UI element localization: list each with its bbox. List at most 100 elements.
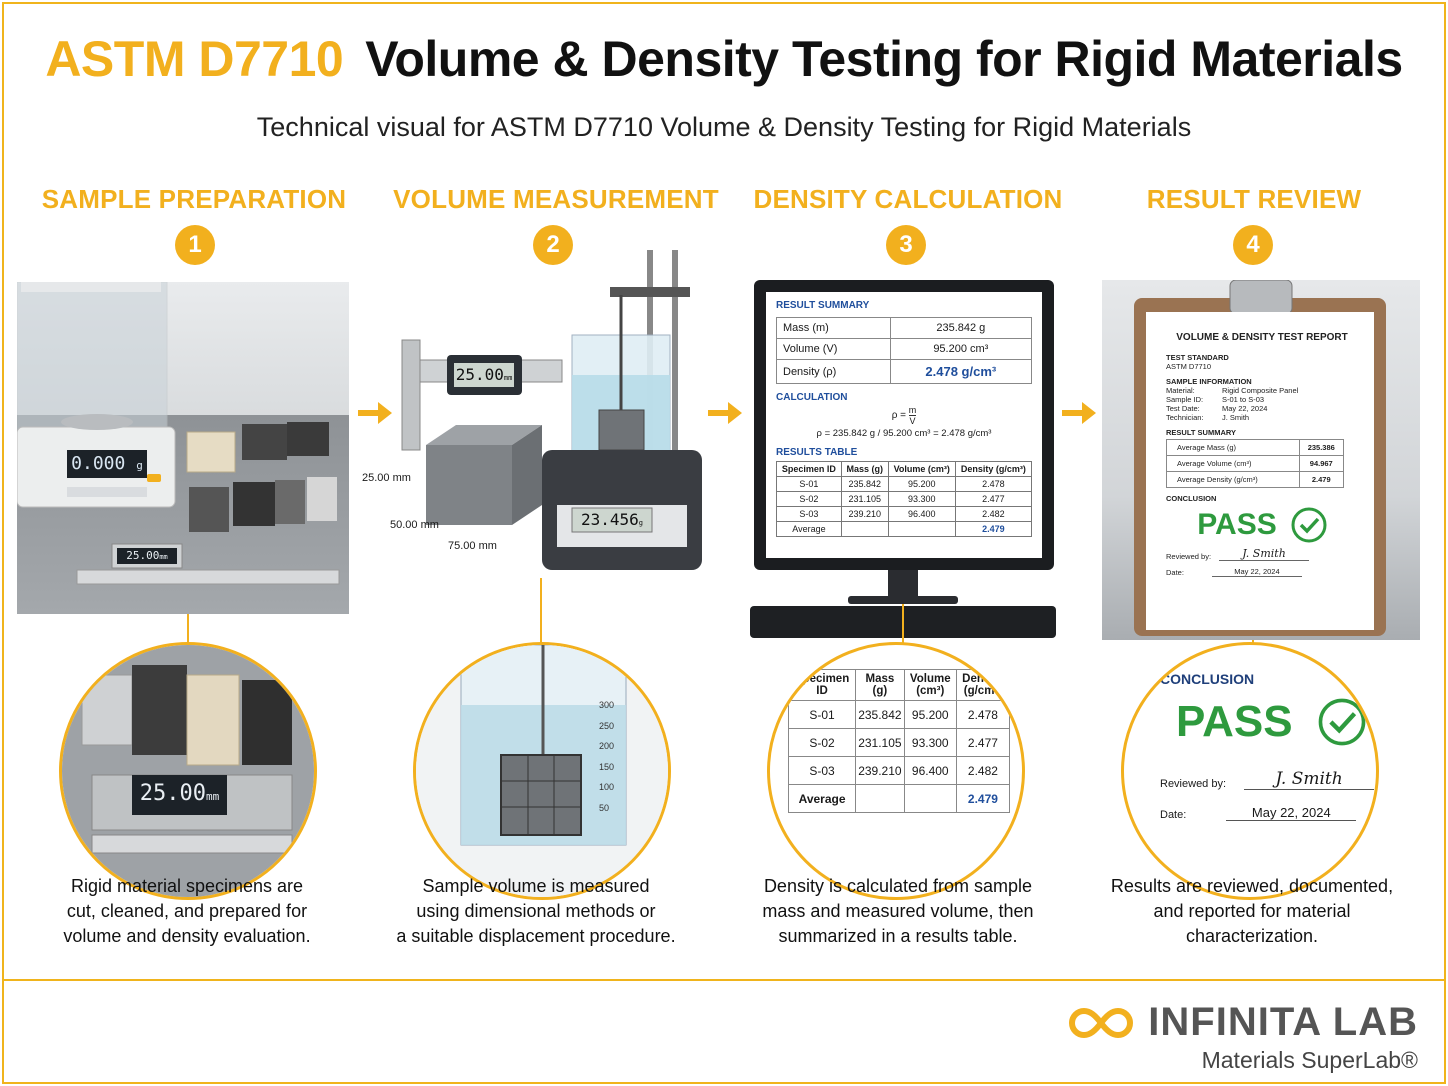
average-label: Average — [776, 521, 842, 537]
result-summary-label: RESULT SUMMARY — [1166, 428, 1236, 437]
date-value: May 22, 2024 — [1226, 805, 1357, 821]
results-table: Specimen ID Mass (g) Volume (cm³) Densit… — [776, 461, 1033, 537]
sample-info-row: Material:Rigid Composite Panel — [1166, 386, 1299, 395]
desc-line: volume and density evaluation. — [63, 926, 311, 946]
page-title: ASTM D7710 Volume & Density Testing for R… — [0, 30, 1448, 88]
balance-readout: 0.000 — [71, 453, 126, 474]
submerged-cage-icon — [416, 645, 668, 897]
table-cell: 96.400 — [887, 506, 956, 522]
table-cell: 231.105 — [840, 491, 889, 507]
specimen-blocks-icon — [62, 645, 314, 897]
graduation-mark: 200 — [599, 741, 615, 751]
table-cell: 231.105 — [855, 728, 905, 757]
reviewer-signature: J. Smith — [1244, 769, 1375, 790]
table-cell: 95.200 — [903, 700, 957, 729]
density-calculation-scene: RESULT SUMMARY Mass (m)235.842 g Volume … — [748, 280, 1058, 640]
balance-display: 0.000 g — [67, 453, 147, 474]
formula-line: ρ = 235.842 g / 95.200 cm³ = 2.478 g/cm³ — [816, 428, 992, 439]
table-row: Average Density (g/cm³)2.479 — [1166, 471, 1345, 488]
desc-line: mass and measured volume, then — [762, 901, 1034, 921]
connector-line — [187, 614, 189, 646]
desc-line: Results are reviewed, documented, — [1110, 876, 1394, 896]
standard-code: ASTM D7710 — [45, 31, 344, 87]
formula-numerator: m — [908, 405, 917, 416]
table-cell: 235.842 — [855, 700, 905, 729]
table-header-row: Specimen ID Mass (g) Volume (cm³) Densit… — [776, 461, 1033, 477]
column-header: Specimen ID — [776, 461, 842, 477]
step-3-description: Density is calculated from sample mass a… — [728, 874, 1068, 949]
caliper-display: 25.00mm — [117, 549, 177, 562]
arrow-right-icon — [1062, 402, 1096, 424]
average-value: 2.479 — [954, 521, 1033, 537]
sample-info-row: Sample ID:S-01 to S-03 — [1166, 395, 1265, 404]
graduation-mark: 50 — [599, 802, 610, 813]
column-header: Mass (g) — [840, 461, 889, 477]
column-header: Mass(g) — [855, 669, 905, 701]
test-standard-value: ASTM D7710 — [1166, 362, 1212, 371]
step2-caliper-unit: mm — [503, 374, 513, 382]
table-cell: 235.842 — [840, 476, 889, 492]
table-cell: S-03 — [776, 506, 842, 522]
step-2-title: VOLUME MEASUREMENT — [393, 184, 719, 214]
step-4-description: Results are reviewed, documented, and re… — [1082, 874, 1422, 949]
step-2-number: 2 — [533, 225, 573, 265]
step-3-number: 3 — [886, 225, 926, 265]
table-cell: S-03 — [787, 756, 857, 785]
calculation-title: CALCULATION — [776, 392, 848, 403]
table-cell: 2.477 — [955, 728, 1011, 757]
table-cell: 2.478 — [955, 700, 1011, 729]
desc-line: cut, cleaned, and prepared for — [66, 901, 308, 921]
summary-label: Density (ρ) — [776, 359, 891, 384]
summary-table: Mass (m)235.842 g Volume (V)95.200 cm³ D… — [776, 317, 1033, 384]
desc-line: Rigid material specimens are — [70, 876, 304, 896]
zoom-beaker-circle: 300 250 200 150 100 50 — [413, 642, 671, 900]
title-text: Volume & Density Testing for Rigid Mater… — [365, 31, 1403, 87]
conclusion-label: CONCLUSION — [1166, 494, 1217, 503]
table-cell: 2.477 — [954, 491, 1033, 507]
summary-row: Mass (m)235.842 g — [776, 317, 1033, 339]
graduation-mark: 150 — [599, 761, 615, 772]
date-label: Date: — [1166, 568, 1184, 577]
checkmark-circle-icon — [1291, 507, 1327, 543]
table-cell: S-01 — [787, 700, 857, 729]
zoom-date-row: Date: May 22, 2024 — [1160, 805, 1357, 821]
average-label: Average — [787, 784, 857, 813]
zoom-verdict-row: PASS — [1176, 697, 1367, 747]
summary-value: 95.200 cm³ — [889, 338, 1033, 360]
result-summary-title: RESULT SUMMARY — [776, 300, 870, 311]
table-cell: 2.478 — [954, 476, 1033, 492]
beaker-graduations: 300 250 200 150 100 50 — [599, 695, 614, 818]
table-cell: 93.300 — [903, 728, 957, 757]
summary-value: 2.478 g/cm³ — [889, 359, 1033, 384]
analytical-balance-icon — [17, 282, 340, 585]
zoom-reviewed-row: Reviewed by: J. Smith — [1160, 769, 1375, 790]
zoom-verdict-text: PASS — [1176, 697, 1293, 746]
step2-caliper-display: 25.00mm — [454, 365, 514, 384]
caliper-and-beaker-icon — [401, 250, 702, 570]
results-table-title: RESULTS TABLE — [776, 447, 858, 458]
zoom-conclusion-label: CONCLUSION — [1160, 671, 1255, 687]
connector-line — [540, 578, 542, 646]
summary-row: Volume (V)95.200 cm³ — [776, 338, 1033, 360]
date-value: May 22, 2024 — [1211, 567, 1302, 577]
zoom-conclusion-circle: CONCLUSION PASS Reviewed by: J. Smith Da… — [1121, 642, 1379, 900]
desc-line: characterization. — [1185, 926, 1319, 946]
arrow-right-icon — [708, 402, 742, 424]
summary-label: Mass (m) — [776, 317, 891, 339]
step-2-description: Sample volume is measured using dimensio… — [366, 874, 706, 949]
scale-readout: 23.456 — [580, 510, 639, 529]
arrow-right-icon — [358, 402, 392, 424]
reviewer-signature: J. Smith — [1219, 547, 1310, 561]
brand-logo: INFINITA LAB Materials SuperLab® — [1066, 1000, 1418, 1074]
summary-row: Density (ρ)2.478 g/cm³ — [776, 359, 1033, 384]
summary-value: 235.842 g — [889, 317, 1033, 339]
volume-measurement-scene: 25.00mm 25.00 mm 50.00 mm 75.00 mm 23.45… — [362, 245, 712, 590]
table-cell: S-02 — [787, 728, 857, 757]
formula-denominator: V — [909, 416, 916, 426]
